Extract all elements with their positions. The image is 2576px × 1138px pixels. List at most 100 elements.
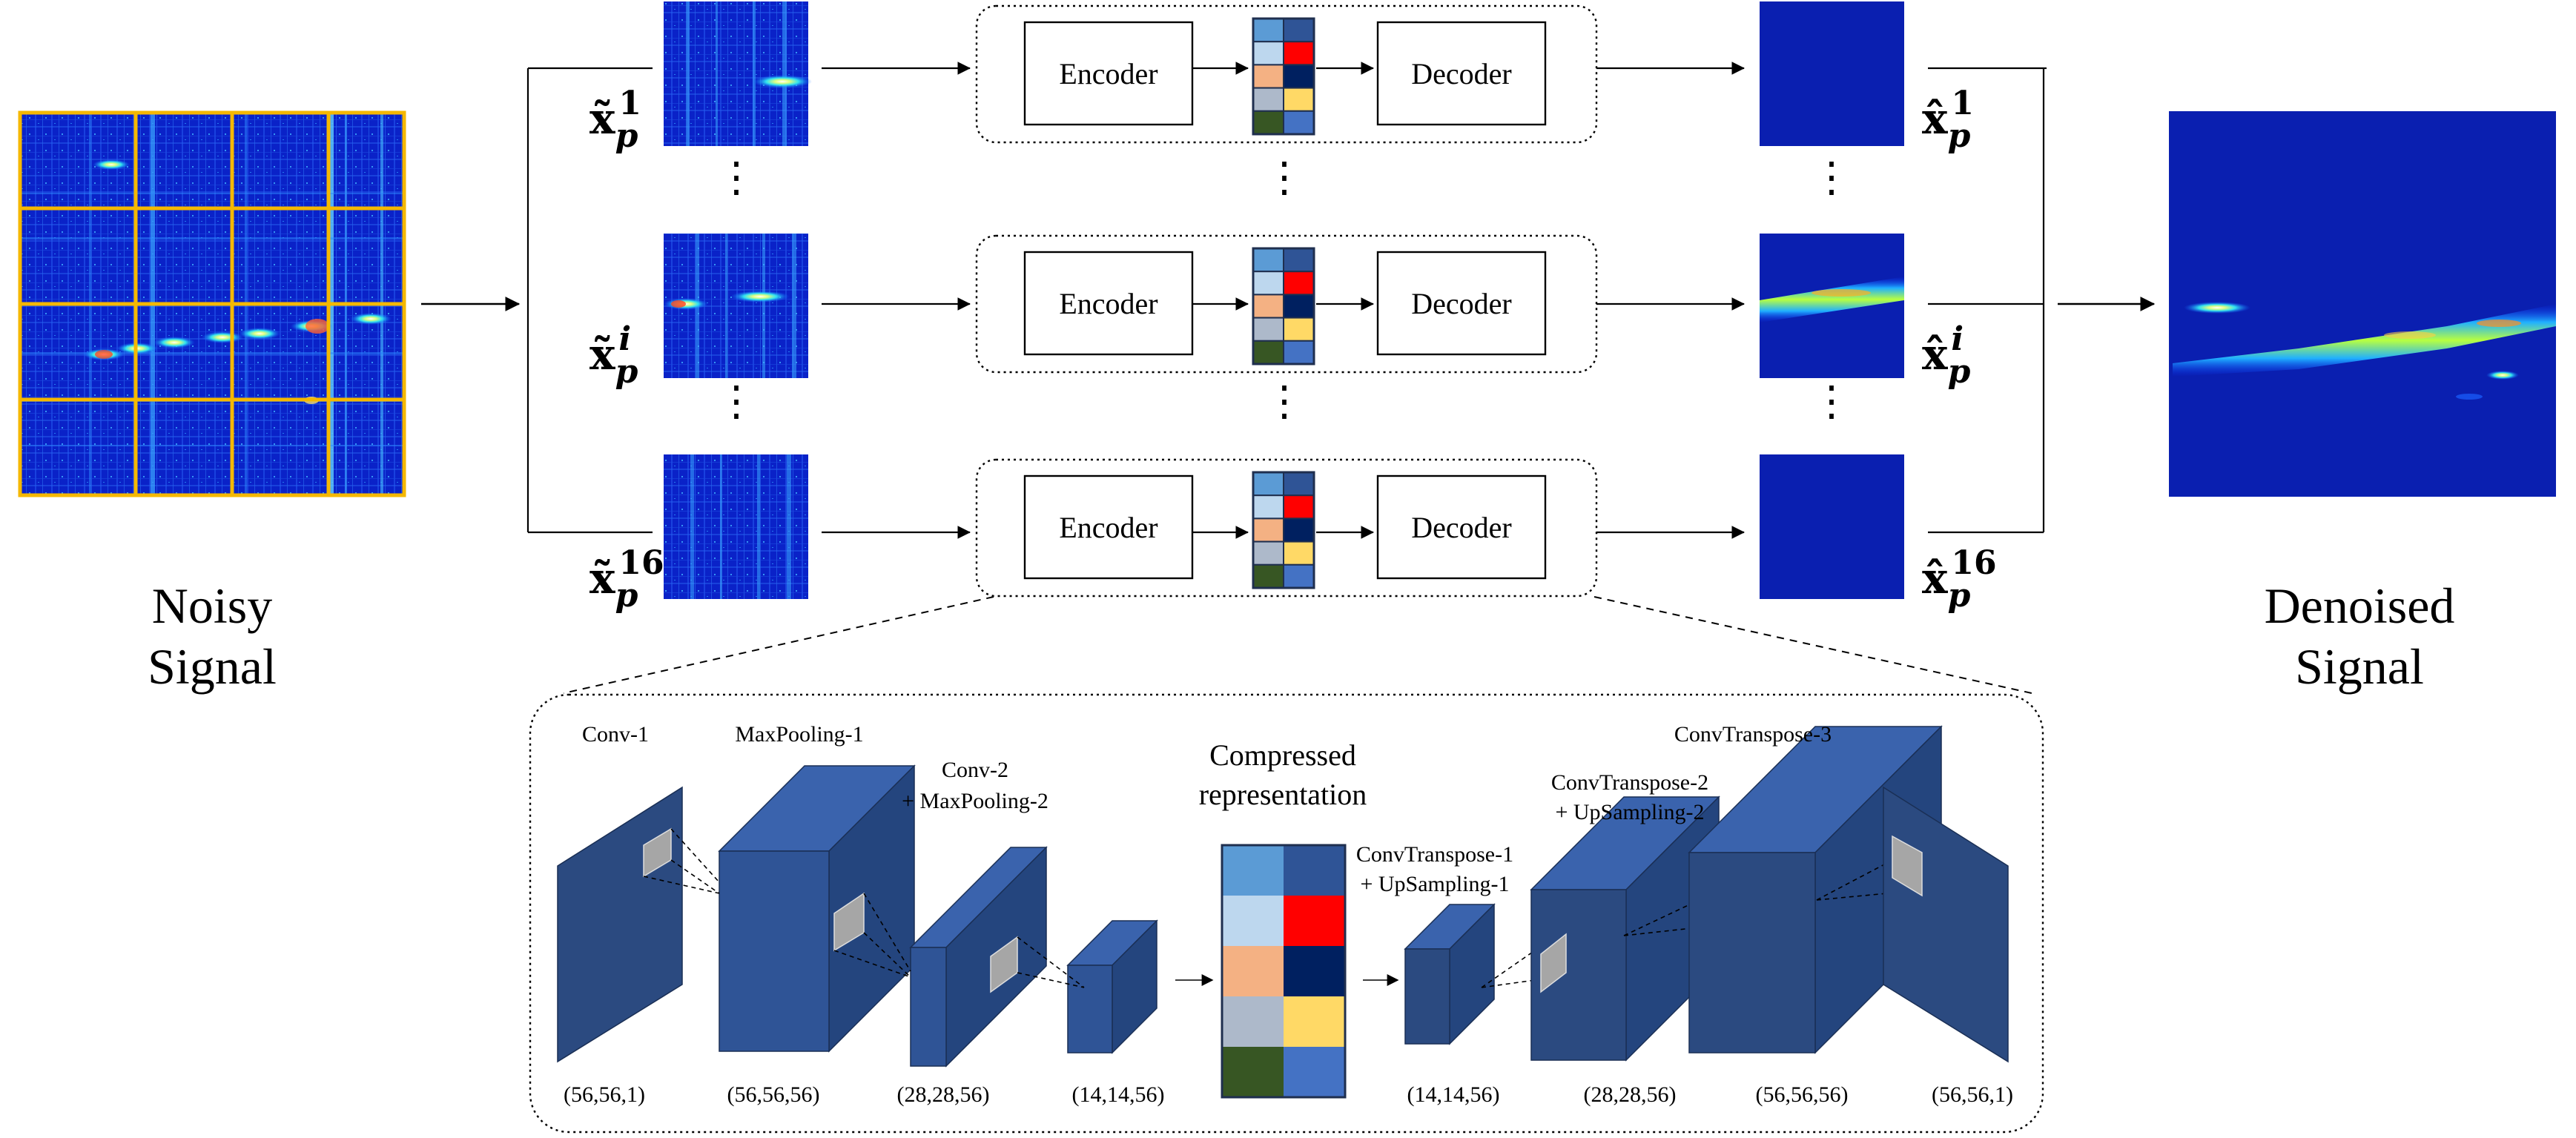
autoencoder-container (975, 458, 1598, 598)
signal-spot (202, 331, 243, 343)
hot-spot (95, 350, 113, 359)
detail-architecture-panel (529, 693, 2044, 1134)
vertical-ellipsis: ⋮ (1264, 379, 1305, 425)
vertical-ellipsis: ⋮ (716, 155, 757, 201)
latent-cell (1283, 494, 1315, 520)
output-patch-1 (1760, 234, 1904, 378)
latent-border (1252, 247, 1315, 365)
latent-cell (1252, 563, 1284, 589)
input-patch-label-2: x̃p16 (589, 544, 664, 615)
patch-stripe (753, 1, 756, 146)
latent-cell (1252, 540, 1284, 566)
signal-band (1760, 277, 1904, 322)
convt3-kernel (1892, 835, 1923, 897)
input-patch-0 (664, 1, 812, 146)
decoder-label: Decoder (1411, 511, 1511, 544)
convtranspose1-label-line1: ConvTranspose-1 (1356, 842, 1513, 867)
shape-label-6: (56,56,56) (1756, 1082, 1849, 1107)
kernel-projection (1017, 936, 1085, 988)
block-front-face (719, 850, 830, 1052)
shape-label-0: (56,56,1) (564, 1082, 645, 1107)
latent-cell (1283, 18, 1315, 43)
zoom-guide-left (563, 596, 994, 694)
latent-cell (1252, 472, 1284, 497)
latent-cell (1284, 996, 1345, 1047)
decoder-label: Decoder (1411, 57, 1511, 90)
signal-band (2173, 304, 2556, 377)
latent-cell (1283, 563, 1315, 589)
latent-border (1221, 844, 1347, 1099)
compressed-label-line1: Compressed (1209, 738, 1356, 772)
decoder-box (1376, 251, 1547, 356)
encoder-box (1023, 474, 1194, 580)
latent-cell (1222, 845, 1284, 896)
encoder-label: Encoder (1059, 287, 1157, 320)
decoder-box (1376, 21, 1547, 126)
signal-spot (2486, 371, 2519, 380)
kernel-projection (1017, 972, 1085, 988)
maxpool1-block (718, 764, 916, 1053)
latent-cell (1252, 294, 1284, 319)
hot-spot (2384, 331, 2436, 339)
latent-cell (1252, 517, 1284, 543)
latent-cell (1283, 340, 1315, 365)
signal-spot (2456, 394, 2483, 400)
noise-band (19, 193, 406, 194)
patch-stripe (716, 1, 718, 146)
conv2-output-block (1066, 919, 1158, 1054)
convt2-kernel (1540, 933, 1567, 993)
patch-stripe (787, 454, 791, 599)
signal-spot (350, 313, 392, 325)
latent-cell (1222, 896, 1284, 946)
latent-cell (1252, 271, 1284, 296)
latent-cell (1283, 248, 1315, 273)
block-front-face (1067, 965, 1113, 1053)
kernel-projection (1816, 893, 1888, 901)
decoder-label: Decoder (1411, 287, 1511, 320)
output-patch-0 (1760, 1, 1904, 146)
kernel-projection (863, 932, 911, 978)
convtranspose1-block (1404, 903, 1496, 1045)
compressed-representation-grid (1221, 844, 1347, 1099)
patch-background (664, 454, 808, 599)
hot-spot (1812, 289, 1871, 297)
patch-stripe (792, 234, 796, 378)
latent-cell (1252, 41, 1284, 66)
noisy-signal-label-line1: Noisy (152, 578, 272, 634)
block-front-face (1688, 852, 1816, 1053)
latent-cell (1284, 845, 1345, 896)
shape-label-2: (28,28,56) (897, 1082, 990, 1107)
input-plane-conv1 (557, 786, 683, 1063)
latent-cell (1283, 64, 1315, 89)
kernel-projection (670, 828, 720, 883)
latent-cell (1283, 41, 1315, 66)
shape-label-1: (56,56,56) (727, 1082, 820, 1107)
kernel-projection (1481, 950, 1536, 988)
latent-cell (1284, 946, 1345, 996)
noise-band (19, 445, 406, 446)
maxpool1-label: MaxPooling-1 (735, 722, 863, 747)
signal-spot (153, 337, 195, 348)
latent-cell (1222, 946, 1284, 996)
block-front-face (910, 947, 947, 1067)
hot-spot (671, 300, 686, 308)
shape-label-4: (14,14,56) (1407, 1082, 1500, 1107)
kernel-projection (1481, 979, 1536, 988)
patch-stripe (762, 234, 765, 378)
signal-spot (730, 291, 790, 302)
output-plane-convt3 (1883, 786, 2009, 1063)
signal-spot (239, 328, 280, 340)
vertical-ellipsis: ⋮ (716, 379, 757, 425)
denoised-signal-heatmap (2169, 111, 2556, 497)
convtranspose2-label-line2: + UpSampling-2 (1555, 800, 1704, 824)
output-patch-2 (1760, 454, 1904, 599)
latent-cell (1283, 540, 1315, 566)
input-patch-1 (664, 234, 808, 378)
latent-cell (1252, 317, 1284, 342)
encoder-box (1023, 251, 1194, 356)
latent-cell (1252, 340, 1284, 365)
output-patch-label-0: x̂p1 (1922, 85, 1974, 155)
latent-cell (1283, 271, 1315, 296)
kernel-projection (670, 859, 720, 894)
conv2-label-line1: Conv-2 (942, 758, 1008, 782)
